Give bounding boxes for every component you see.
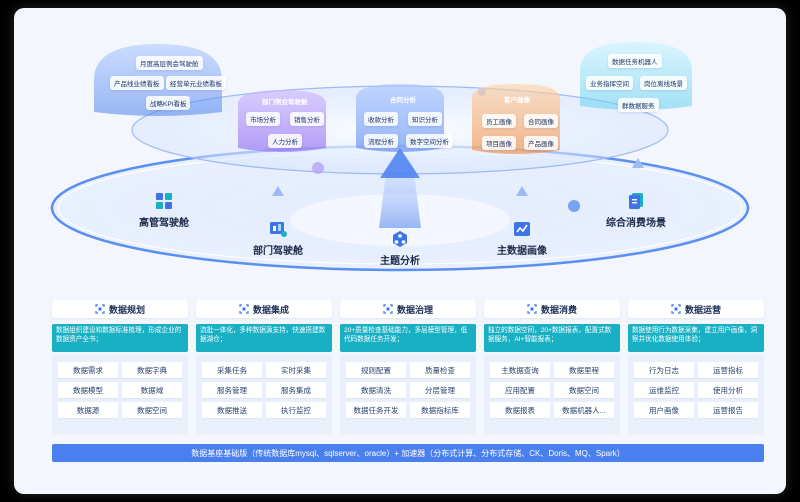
node-master-portrait: 主数据画像 (497, 246, 547, 257)
chip-consume-1: 数据任务机器人 (608, 54, 662, 68)
chip-exec-1: 月度高层例会驾驶舱 (136, 56, 203, 70)
capability-item[interactable]: 数据清洗 (346, 382, 406, 398)
column-description: 20+质量检查基础能力，多层模型管理，低代码数据任务开发； (340, 324, 476, 352)
bubble-dept-title: 部门例会驾驶舱 (262, 99, 308, 106)
capability-item[interactable]: 数据空间 (554, 382, 614, 398)
column-description: 独立的数据空间，20+数据报表，配置式数据服务，AI+智能报表； (484, 324, 620, 352)
capability-item[interactable]: 服务集成 (266, 382, 326, 398)
capability-panel: 数据规划数据组织建设和数据标准梳理，形成企业的数据资产全书；数据需求数据字典数据… (52, 300, 766, 436)
scan-icon (239, 304, 249, 314)
capability-item[interactable]: 数据字典 (122, 362, 182, 378)
scan-icon (527, 304, 537, 314)
column-5: 数据运营数据使用行为数据采集，建立用户画像，洞察并优化数据使用体验；行为日志运营… (628, 300, 764, 436)
capability-item[interactable]: 数据任务开发 (346, 402, 406, 418)
scan-icon (95, 304, 105, 314)
node-dept-cockpit: 部门驾驶舱 (253, 246, 303, 257)
node-topic-analysis: 主题分析 (380, 256, 420, 267)
capability-item[interactable]: 用户画像 (634, 402, 694, 418)
capability-item[interactable]: 执行监控 (266, 402, 326, 418)
capability-item[interactable]: 数据域 (122, 382, 182, 398)
scan-icon (671, 304, 681, 314)
bubble-master-title: 客户画像 (504, 97, 530, 104)
chip-dept-3: 人力分析 (268, 134, 302, 148)
architecture-diagram: 月度高层例会驾驶舱 产品线业绩看板 经营单元业绩看板 战略KPI看板 部门例会驾… (14, 8, 786, 494)
capability-item[interactable]: 运营报告 (698, 402, 758, 418)
scan-icon (383, 304, 393, 314)
document-icon (629, 193, 643, 209)
column-2: 数据集成流批一体化，多种数据源支持，快速搭建数据湖仓； 采集任务实时采集服务管理服… (196, 300, 332, 436)
node-consume-scene: 综合消费场景 (606, 218, 666, 229)
chip-topic-1: 收款分析 (364, 112, 398, 126)
column-title: 数据治理 (396, 304, 433, 315)
column-3: 数据治理 20+质量检查基础能力，多层模型管理，低代码数据任务开发； 规则配置质量检… (340, 300, 476, 436)
capability-item[interactable]: 数据需求 (58, 362, 118, 378)
column-description: 流批一体化，多种数据源支持，快速搭建数据湖仓； (196, 324, 332, 352)
capability-item[interactable]: 运维监控 (634, 382, 694, 398)
trend-icon (514, 222, 530, 236)
capability-item[interactable]: 数据指标库 (410, 402, 470, 418)
chip-consume-3: 岗位离线场景 (640, 76, 687, 90)
column-title: 数据集成 (252, 304, 289, 315)
capability-item[interactable]: 数据源 (58, 402, 118, 418)
column-title: 数据消费 (540, 304, 577, 315)
share-icon (393, 231, 407, 247)
base-bar: 数据基座基础版（传统数据库mysql、sqlserver、oracle）+ 加速… (52, 444, 764, 462)
capability-item[interactable]: 数据里程 (554, 362, 614, 378)
capability-item[interactable]: 数据报表 (490, 402, 550, 418)
capability-item[interactable]: 数据机器人... (554, 402, 614, 418)
chip-exec-4: 战略KPI看板 (146, 96, 191, 110)
chip-master-2: 合同画像 (524, 114, 558, 128)
capability-item[interactable]: 采集任务 (202, 362, 262, 378)
capability-item[interactable]: 质量检查 (410, 362, 470, 378)
column-header: 数据治理 (340, 300, 476, 318)
column-1: 数据规划数据组织建设和数据标准梳理，形成企业的数据资产全书；数据需求数据字典数据… (52, 300, 188, 436)
capability-item[interactable]: 分层管理 (410, 382, 470, 398)
column-header: 数据运营 (628, 300, 764, 318)
chip-consume-4: 群数据服务 (618, 98, 659, 112)
capability-item[interactable]: 服务管理 (202, 382, 262, 398)
grid-icon (156, 193, 172, 209)
chip-dept-2: 销售分析 (290, 112, 324, 126)
column-title: 数据规划 (108, 304, 145, 315)
capability-item[interactable]: 数据模型 (58, 382, 118, 398)
capability-item[interactable]: 运营指标 (698, 362, 758, 378)
chip-consume-2: 业务指挥空间 (586, 76, 633, 90)
capability-item[interactable]: 数据空间 (122, 402, 182, 418)
capability-item[interactable]: 实时采集 (266, 362, 326, 378)
chip-exec-2: 产品线业绩看板 (110, 76, 164, 90)
node-exec-cockpit: 高管驾驶舱 (139, 218, 189, 229)
bubble-topic-title: 合同分析 (390, 97, 416, 104)
chip-master-3: 项目画像 (482, 136, 516, 150)
capability-item[interactable]: 行为日志 (634, 362, 694, 378)
chip-master-1: 员工画像 (482, 114, 516, 128)
chip-topic-2: 知识分析 (408, 112, 442, 126)
capability-item[interactable]: 数据推送 (202, 402, 262, 418)
column-description: 数据组织建设和数据标准梳理，形成企业的数据资产全书； (52, 324, 188, 352)
column-4: 数据消费独立的数据空间，20+数据报表，配置式数据服务，AI+智能报表； 主数据查… (484, 300, 620, 436)
chip-dept-1: 市场分析 (246, 112, 280, 126)
chip-exec-3: 经营单元业绩看板 (166, 76, 226, 90)
column-header: 数据规划 (52, 300, 188, 318)
capability-item[interactable]: 使用分析 (698, 382, 758, 398)
column-header: 数据消费 (484, 300, 620, 318)
capability-item[interactable]: 规则配置 (346, 362, 406, 378)
chip-master-4: 产品画像 (524, 136, 558, 150)
column-header: 数据集成 (196, 300, 332, 318)
column-title: 数据运营 (684, 304, 721, 315)
chip-topic-3: 流程分析 (364, 134, 398, 148)
capability-item[interactable]: 应用配置 (490, 382, 550, 398)
capability-item[interactable]: 主数据查询 (490, 362, 550, 378)
dashboard-icon (270, 222, 287, 237)
column-description: 数据使用行为数据采集，建立用户画像，洞察并优化数据使用体验； (628, 324, 764, 352)
chip-topic-4: 数字空间分析 (406, 134, 453, 148)
